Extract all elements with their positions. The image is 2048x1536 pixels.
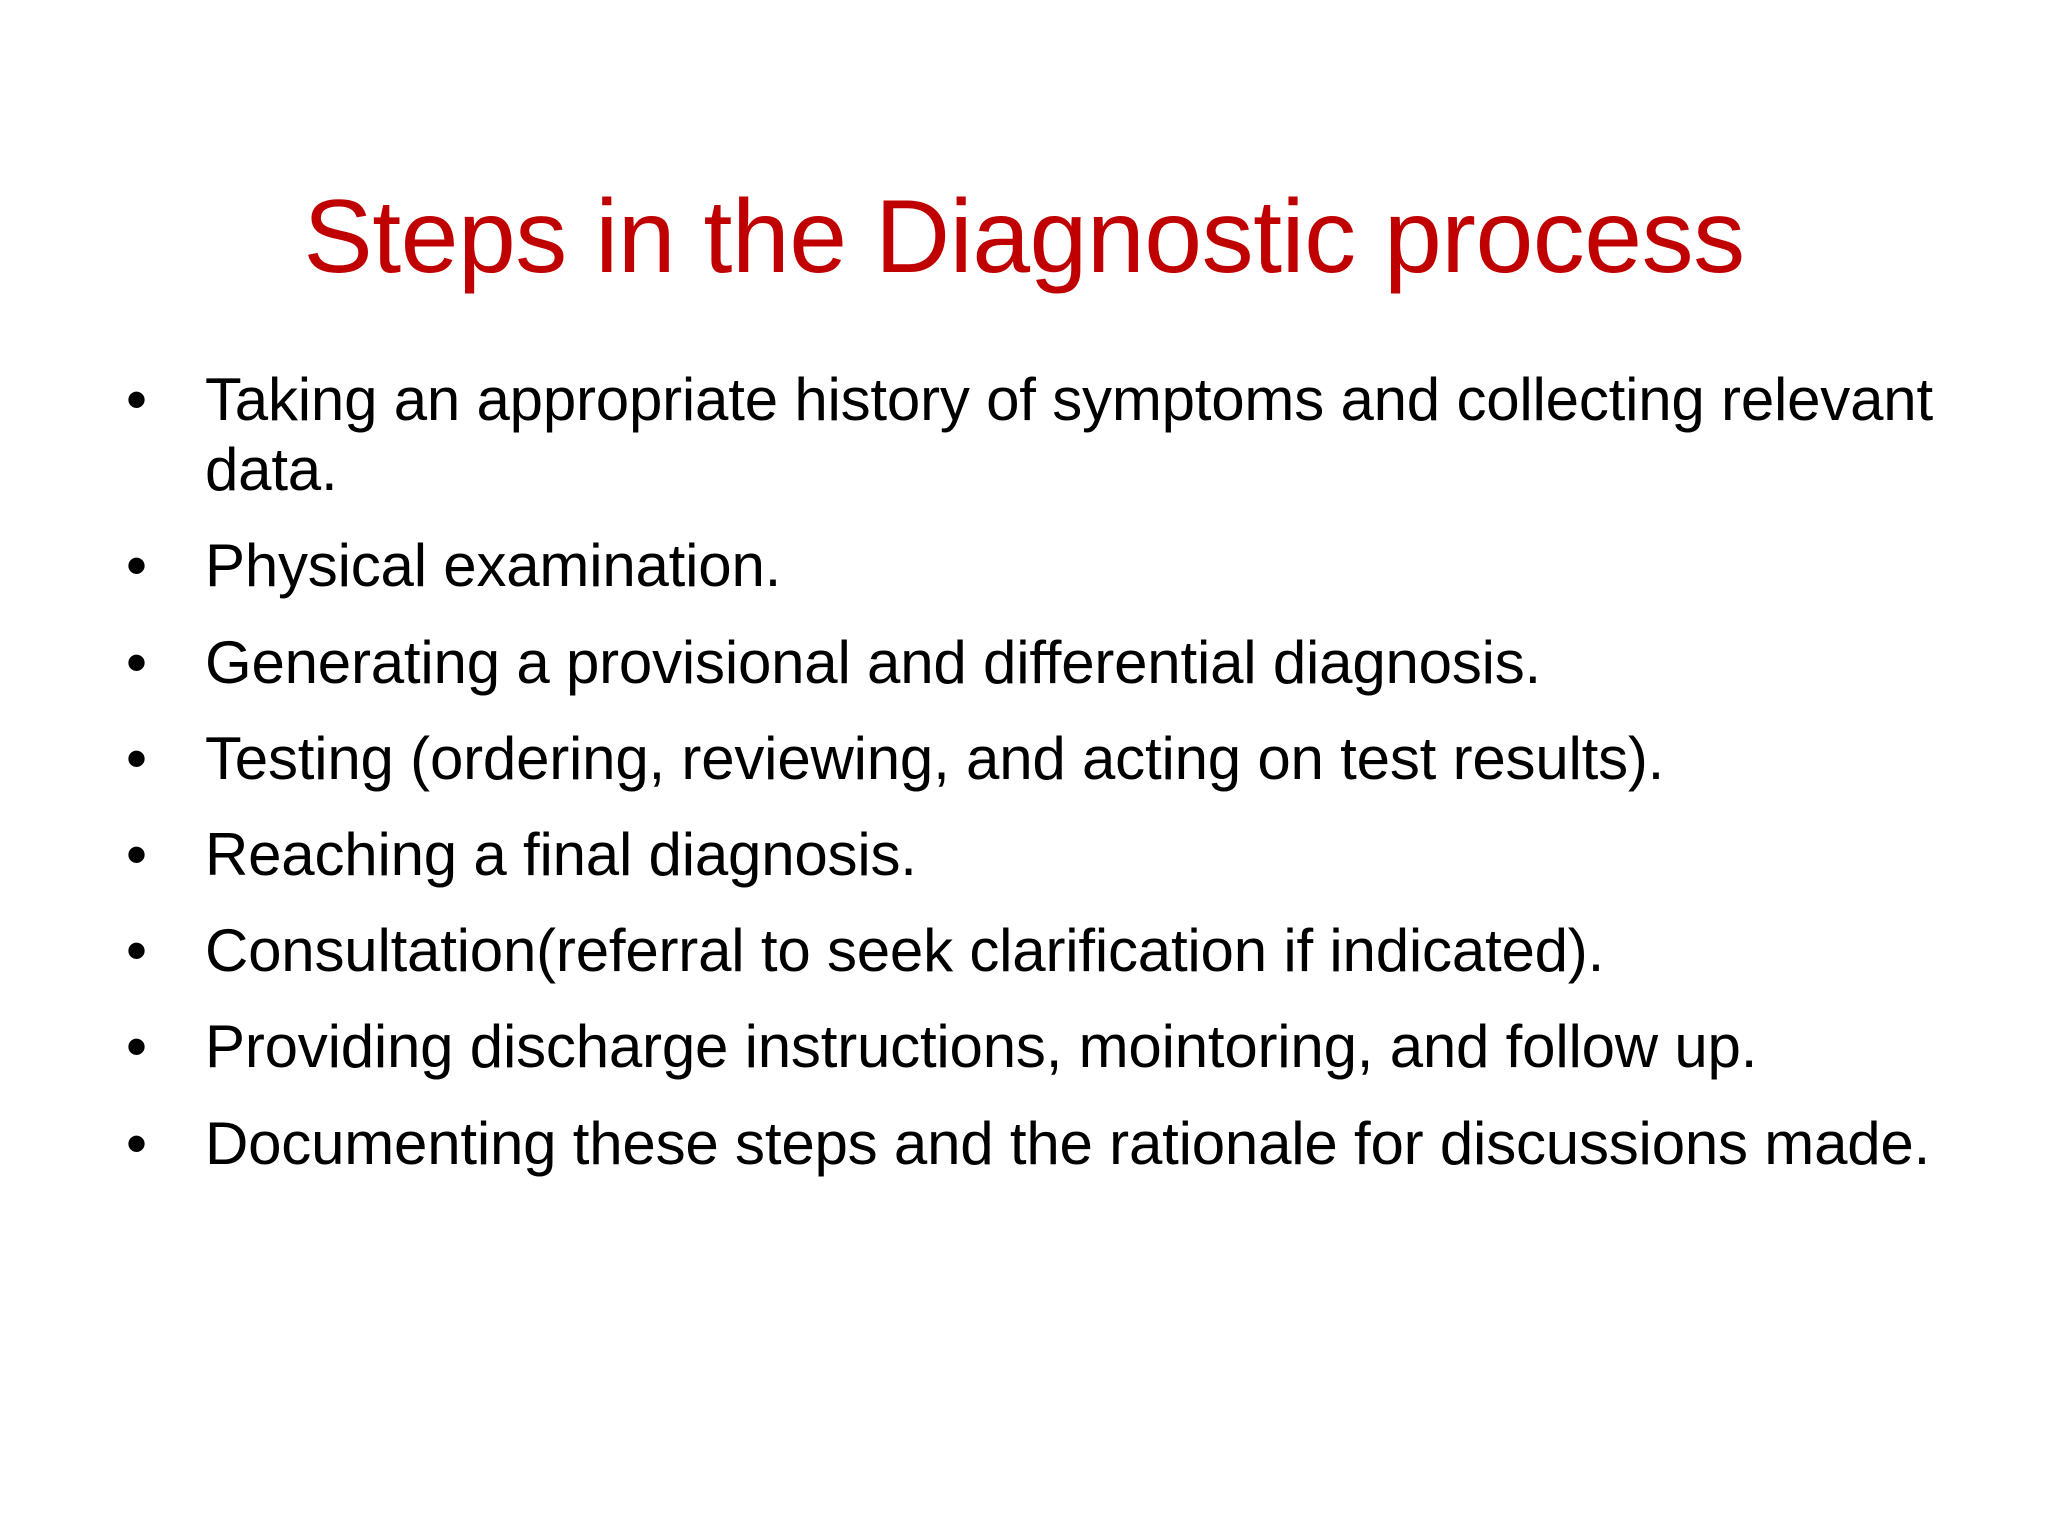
list-item: • Physical examination. [110,531,1940,601]
page-title: Steps in the Diagnostic process [303,178,1745,295]
list-item: • Providing discharge instructions, moin… [110,1012,1940,1082]
bullet-icon: • [126,1013,147,1081]
list-item-text: Testing (ordering, reviewing, and acting… [205,724,1665,792]
bullet-icon: • [126,628,147,696]
bullet-icon: • [126,917,147,985]
list-item: • Reaching a final diagnosis. [110,820,1940,890]
list-item: • Taking an appropriate history of sympt… [110,365,1940,505]
list-item-text: Generating a provisional and differentia… [205,628,1542,696]
list-item-text: Providing discharge instructions, mointo… [205,1013,1758,1081]
bullet-icon: • [126,1109,147,1177]
list-item: • Documenting these steps and the ration… [110,1109,1940,1179]
bullet-icon: • [126,366,147,433]
list-item-text: Physical examination. [205,532,782,600]
list-item-text: Taking an appropriate history of symptom… [205,366,1933,504]
diagnostic-steps-list: • Taking an appropriate history of sympt… [110,365,1940,1179]
list-item: • Generating a provisional and different… [110,628,1940,698]
bullet-icon: • [126,532,147,600]
list-item: • Consultation(referral to seek clarific… [110,916,1940,986]
bullet-icon: • [126,820,147,888]
bullet-icon: • [126,724,147,792]
list-item-text: Documenting these steps and the rational… [205,1109,1931,1177]
list-item-text: Consultation(referral to seek clarificat… [205,917,1605,985]
list-item: • Testing (ordering, reviewing, and acti… [110,724,1940,794]
list-item-text: Reaching a final diagnosis. [205,820,917,888]
